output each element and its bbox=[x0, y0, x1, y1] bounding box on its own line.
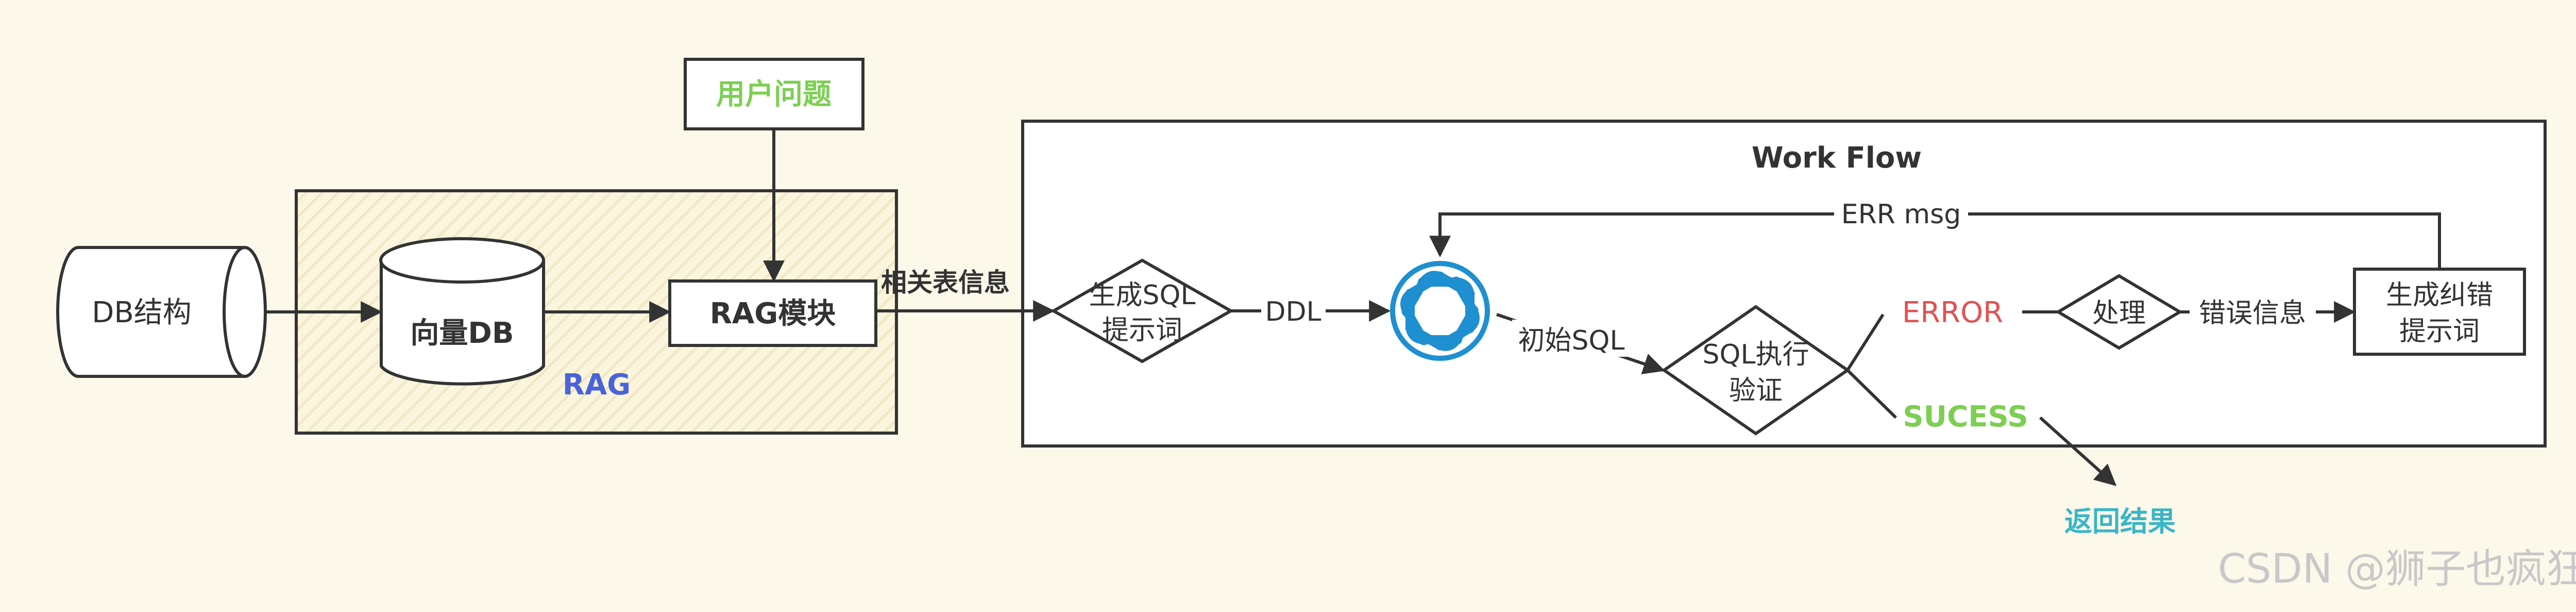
edge-sqlexec-success bbox=[1846, 369, 1897, 419]
gen-fix-prompt-line2: 提示词 bbox=[2399, 316, 2480, 347]
gen-sql-prompt-line1: 生成SQL bbox=[1089, 280, 1196, 311]
openai-logo-icon bbox=[1390, 261, 1490, 361]
rag-module-node bbox=[668, 279, 877, 347]
edge-sqlexec-error bbox=[1846, 313, 1885, 371]
edge-label-error-info: 错误信息 bbox=[2199, 298, 2306, 329]
edge-success-return bbox=[2039, 416, 2117, 486]
db-structure-label: DB结构 bbox=[92, 296, 192, 329]
edge-label-err-msg: ERR msg bbox=[1841, 199, 1961, 230]
return-result-label: 返回结果 bbox=[2064, 505, 2176, 538]
edge-label-related-tables: 相关表信息 bbox=[881, 268, 1010, 297]
workflow-title: Work Flow bbox=[1752, 141, 1922, 175]
rag-group-label: RAG bbox=[563, 368, 631, 402]
rag-module-label: RAG模块 bbox=[710, 297, 836, 330]
watermark: CSDN @狮子也疯狂 bbox=[2218, 546, 2576, 592]
handle-label: 处理 bbox=[2092, 298, 2146, 329]
vector-db-label: 向量DB bbox=[410, 317, 514, 350]
gen-fix-prompt-line1: 生成纠错 bbox=[2386, 280, 2493, 311]
edge-label-initial-sql: 初始SQL bbox=[1518, 325, 1625, 356]
edge-label-ddl: DDL bbox=[1265, 296, 1321, 327]
db-structure-node: DB结构 bbox=[56, 246, 267, 378]
success-label: SUCESS bbox=[1903, 400, 2028, 434]
vector-db-node: 向量DB bbox=[379, 237, 545, 386]
user-question-label: 用户问题 bbox=[716, 78, 832, 111]
sql-exec-validate-line1: SQL执行 bbox=[1703, 339, 1809, 370]
gen-sql-prompt-line2: 提示词 bbox=[1102, 315, 1182, 346]
sql-exec-validate-line2: 验证 bbox=[1729, 375, 1783, 406]
error-label: ERROR bbox=[1902, 296, 2003, 329]
